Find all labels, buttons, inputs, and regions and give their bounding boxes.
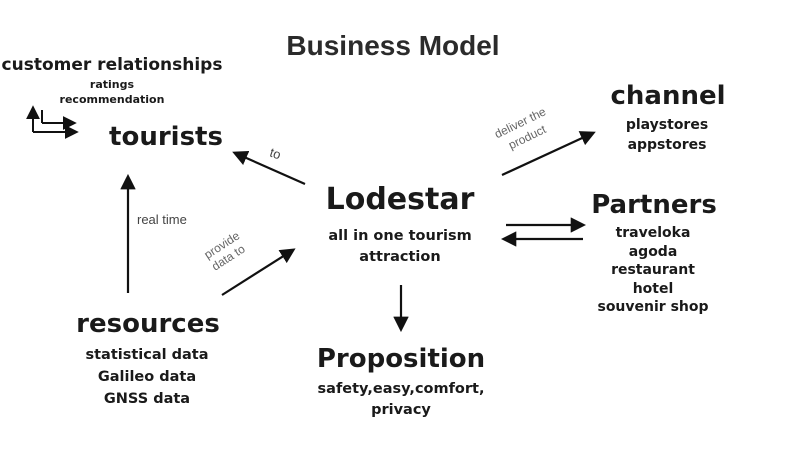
list-item: Galileo data (97, 369, 197, 385)
list-item: traveloka (615, 225, 691, 241)
customer-relationships-heading: customer relationships (1, 55, 223, 75)
proposition-text: safety,easy,comfort, privacy (317, 381, 485, 418)
tourists-heading: tourists (109, 122, 223, 152)
corner-arrows-icon (26, 105, 79, 139)
list-item: hotel (632, 280, 674, 297)
list-item: ratings (89, 78, 135, 91)
resources-items: statistical data Galileo data GNSS data (85, 344, 208, 410)
channel-items: playstores appstores (626, 115, 708, 155)
channel-heading: channel (610, 81, 726, 111)
resources-heading: resources (76, 309, 220, 339)
customer-relationships-items: ratings recommendation (60, 77, 165, 107)
page-title: Business Model (286, 30, 500, 61)
list-item: GNSS data (103, 391, 191, 407)
arrow-resources-to-lodestar (221, 248, 296, 296)
partners-items: traveloka agoda restaurant hotel souveni… (597, 224, 708, 317)
proposition-heading: Proposition (316, 344, 486, 374)
arrow-lodestar-to-channel (501, 131, 596, 176)
lodestar-heading: Lodestar (325, 182, 475, 217)
label-real-time: real time (137, 212, 187, 227)
partners-heading: Partners (591, 190, 717, 220)
arrow-lodestar-to-tourists (232, 150, 306, 186)
list-item: agoda (628, 243, 678, 260)
list-item: statistical data (85, 347, 209, 363)
list-item: souvenir shop (597, 299, 709, 315)
list-item: recommendation (59, 93, 165, 106)
list-item: playstores (625, 117, 709, 133)
list-item: restaurant (611, 262, 695, 278)
lodestar-tagline: all in one tourism attraction (328, 228, 472, 265)
list-item: appstores (627, 137, 707, 153)
